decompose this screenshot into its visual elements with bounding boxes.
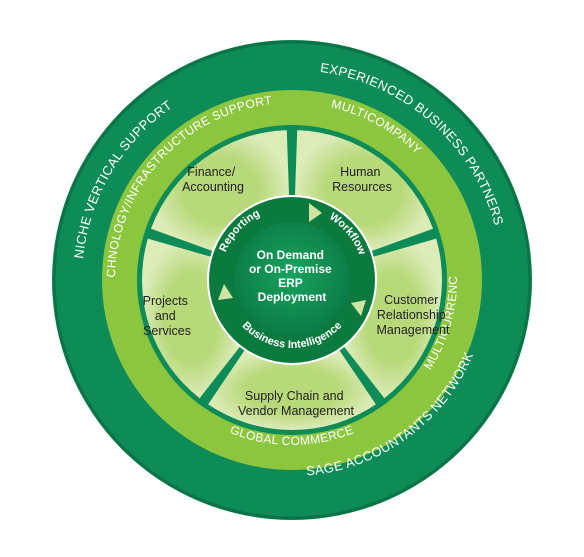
core-circle	[234, 222, 350, 338]
workflow-arrow-icon	[309, 203, 322, 222]
segment-crm	[343, 238, 442, 399]
core-label: On Demand or On-Premise ERP Deployment	[249, 248, 335, 304]
segments-group	[142, 130, 442, 430]
segment-label-projects: Projects and Services	[143, 294, 192, 338]
intelligence-arrow-icon	[351, 300, 366, 316]
segment-label-supply-chain: Supply Chain and Vendor Management	[238, 389, 355, 418]
segment-label-finance: Finance/ Accounting	[182, 165, 244, 194]
outer-ring-edge	[52, 40, 532, 520]
segment-human-resources	[294, 130, 433, 252]
segment-label-hr: Human Resources	[332, 165, 392, 194]
segment-label-crm: Customer Relationship Management	[377, 293, 450, 337]
segment-projects	[142, 238, 241, 399]
reporting-arrow-icon	[218, 284, 233, 300]
segment-supply-chain	[208, 349, 376, 430]
inner-ring-arrows	[218, 203, 366, 316]
inner-ring-border	[207, 195, 377, 365]
segment-finance	[151, 130, 290, 252]
